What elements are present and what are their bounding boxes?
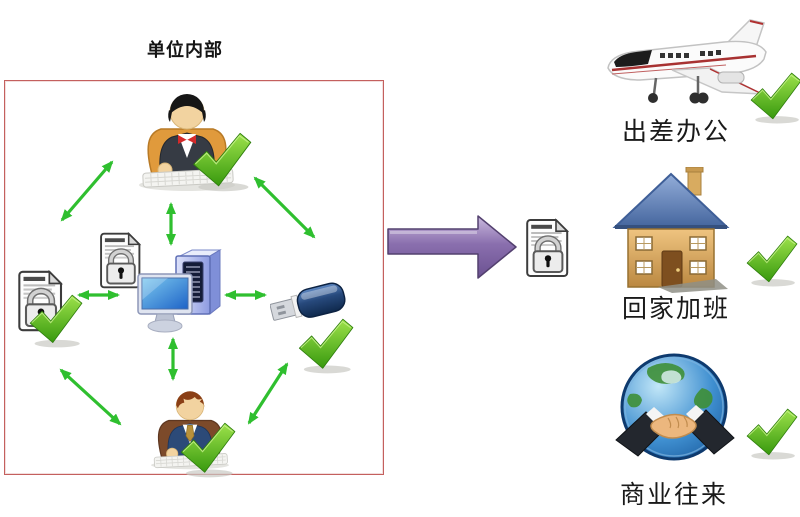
check-icon [27, 294, 83, 348]
house-icon [612, 167, 730, 293]
usb-flash-drive-icon [270, 282, 346, 321]
airplane-icon [607, 19, 767, 104]
scenario-label: 商业往来 [620, 481, 729, 509]
check-icon [178, 422, 236, 478]
purple-right-arrow-icon [387, 215, 517, 279]
check-icon [748, 72, 800, 124]
scenario-business-dealings: 商业往来 [604, 350, 800, 510]
document-lock-icon [524, 217, 572, 279]
check-icon [190, 132, 252, 192]
scenario-business-trip: 出差办公 [604, 10, 800, 150]
globe-handshake-icon [615, 353, 735, 461]
scenario-label: 回家加班 [622, 295, 731, 323]
scenario-label: 出差办公 [622, 118, 731, 146]
check-icon [296, 318, 354, 374]
check-icon [744, 408, 798, 460]
check-icon [744, 235, 798, 287]
inner-zone-title: 单位内部 [147, 40, 223, 60]
scenario-work-from-home: 回家加班 [604, 165, 800, 325]
desktop-computer-icon [137, 249, 222, 333]
